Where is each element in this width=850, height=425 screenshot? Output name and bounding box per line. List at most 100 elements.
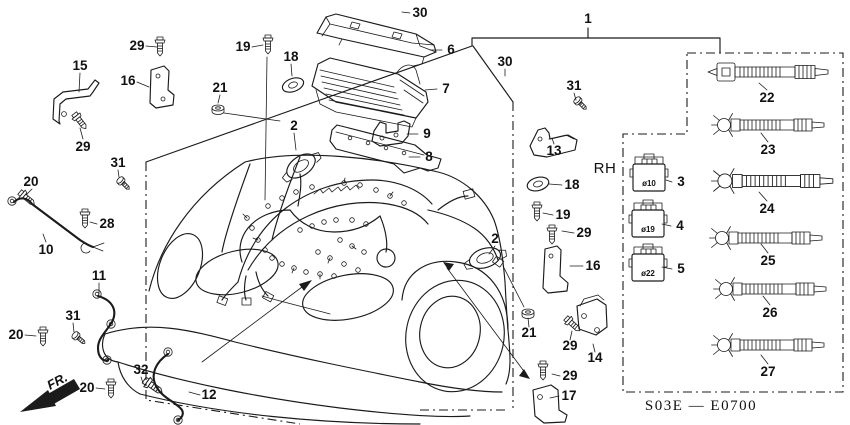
cable-tie-27	[711, 333, 825, 357]
clip-4-size: ø19	[641, 225, 655, 234]
callout-leader-19	[251, 44, 264, 48]
part-callout-2: 2	[491, 231, 499, 246]
part-callout-29: 29	[562, 338, 577, 353]
callout-leader-29	[551, 373, 561, 377]
nut-21-left	[211, 104, 225, 115]
part-callout-11: 11	[92, 268, 107, 283]
ground-cable-11	[92, 289, 116, 365]
wiring-harness	[216, 173, 505, 306]
callout-leader-13	[551, 137, 555, 145]
callout-leader-26	[762, 295, 771, 306]
callout-leader-15	[78, 72, 81, 93]
callout-leader-2	[293, 132, 297, 151]
callout-leader-29	[569, 330, 573, 341]
ground-cable-12	[152, 347, 184, 425]
part-callout-8: 8	[425, 149, 433, 164]
part-callout-12: 12	[201, 387, 216, 402]
callout-leader-30	[401, 11, 411, 14]
callout-leader-29	[145, 45, 158, 48]
callout-leader-31	[117, 169, 120, 178]
bolt-19-right	[531, 201, 543, 222]
part-callout-15: 15	[72, 58, 88, 73]
part-bracket-14	[576, 294, 608, 336]
callout-leader-27	[760, 354, 769, 365]
callout-leader-24	[758, 191, 768, 202]
bolt-20-b	[37, 326, 49, 347]
part-bracket-16	[149, 65, 175, 109]
mount-leader-arrows	[201, 56, 530, 379]
part-callout-23: 23	[760, 142, 776, 157]
cable-tie-23	[711, 113, 825, 137]
callout-leader-23	[760, 132, 769, 143]
screw-31-lower	[70, 330, 88, 347]
part-bracket-13	[529, 127, 578, 158]
callout-leader-4	[661, 223, 672, 227]
part-callout-30: 30	[412, 5, 427, 20]
screw-31-left	[115, 175, 133, 193]
part-callout-31: 31	[110, 155, 126, 170]
callout-leader-16	[136, 81, 150, 88]
part-callout-18: 18	[283, 49, 299, 64]
part-callout-18: 18	[564, 177, 580, 192]
part-bracket-17	[532, 384, 568, 424]
part-callout-1: 1	[584, 11, 592, 26]
fr-direction-arrow: FR.	[20, 370, 80, 412]
bolt-19-left	[262, 34, 274, 55]
part-callout-2: 2	[290, 118, 298, 133]
callout-leader-28	[89, 221, 98, 225]
cable-tie-25	[709, 226, 823, 250]
part-callout-24: 24	[759, 201, 775, 216]
callout-leader-20	[25, 188, 33, 196]
part-callout-19: 19	[235, 39, 250, 54]
grommet-18-left	[279, 74, 307, 96]
cable-tie-22	[707, 62, 829, 82]
part-callout-29: 29	[562, 368, 577, 383]
part-bracket-8	[329, 124, 442, 174]
bolt-29-bracket17	[537, 360, 549, 381]
bolt-29-bracket14	[562, 313, 584, 335]
part-cover-7	[311, 57, 429, 128]
diagram-code: S03E — E0700	[645, 398, 757, 414]
side-label: RH	[594, 160, 617, 177]
part-callout-16: 16	[585, 258, 601, 273]
part-callout-30: 30	[497, 54, 512, 69]
part-callout-26: 26	[762, 305, 778, 320]
cable-tie-26	[713, 277, 827, 301]
part-callout-32: 32	[133, 362, 148, 377]
callout-leader-18	[548, 183, 563, 186]
callout-leader-12	[188, 391, 201, 396]
part-callout-6: 6	[447, 42, 455, 57]
part-callout-13: 13	[546, 143, 562, 158]
part-callout-28: 28	[99, 216, 115, 231]
bolt-28	[79, 208, 91, 229]
callout-leader-20	[95, 387, 106, 390]
part-callout-25: 25	[760, 253, 776, 268]
front-wheel	[405, 279, 505, 393]
callout-leader-31	[72, 322, 75, 333]
part-callout-10: 10	[38, 242, 53, 257]
callout-leader-19	[542, 212, 554, 216]
callout-leader-32	[140, 376, 144, 384]
callout-leader-29	[561, 230, 575, 234]
callout-leader-29	[79, 127, 84, 140]
part-callout-9: 9	[423, 126, 431, 141]
bolt-20-c	[105, 378, 117, 399]
connector-2-right	[460, 241, 510, 275]
harness-clips: ø10 ø19 ø22	[628, 153, 669, 282]
callout-leader-25	[760, 243, 769, 254]
callout-leader-5	[661, 266, 673, 270]
part-callout-20: 20	[8, 327, 23, 342]
part-callout-16: 16	[120, 73, 136, 88]
part-callout-29: 29	[576, 225, 591, 240]
grommet-18-right	[525, 174, 551, 194]
bolt-29-topleft	[154, 36, 166, 57]
callout-leader-17	[549, 395, 560, 399]
ref-box	[622, 52, 844, 393]
part-callout-19: 19	[555, 207, 570, 222]
part-callout-21: 21	[212, 80, 228, 95]
frame-lines	[145, 27, 721, 425]
callout-leader-2	[488, 245, 496, 255]
nut-21-right	[521, 308, 535, 319]
